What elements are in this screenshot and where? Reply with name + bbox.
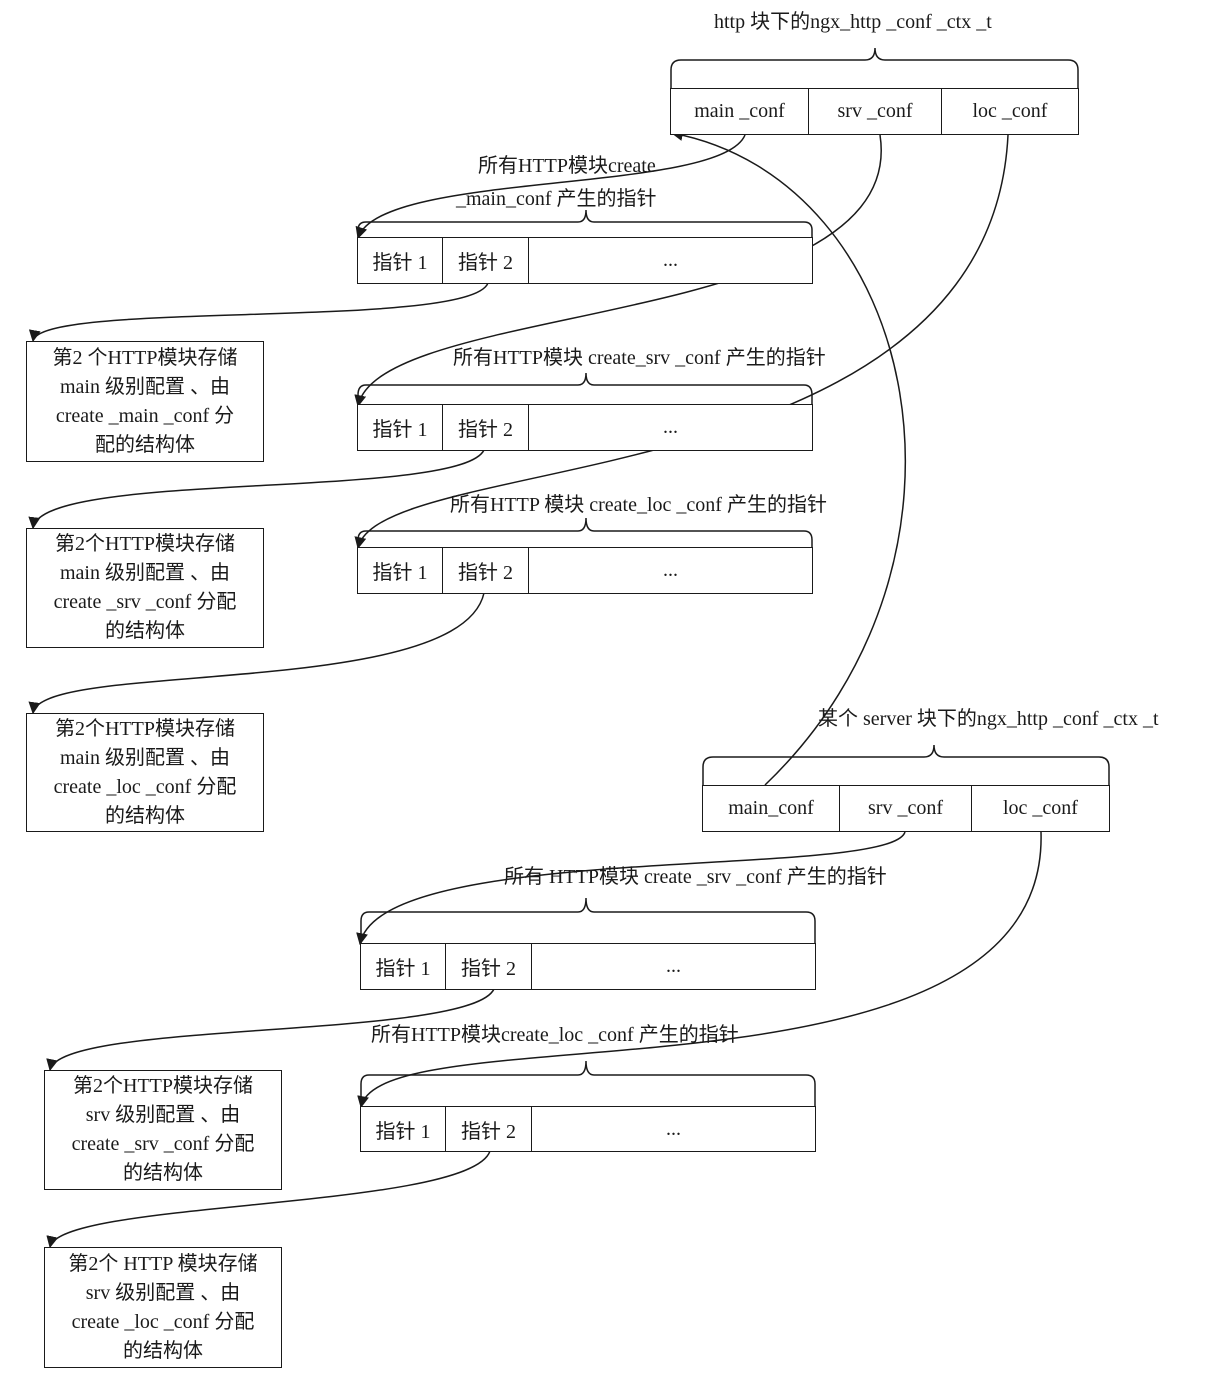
connector-pointer-note-2 <box>28 449 485 530</box>
array-1-pointer-2: 指针 2 <box>443 238 529 283</box>
array-3-ellipsis: ... <box>663 559 678 581</box>
top-ctx-brace <box>670 47 1079 88</box>
array-2-pointer-1: 指针 1 <box>358 405 443 450</box>
note-4-line-3: create _srv _conf 分配 <box>71 1133 255 1155</box>
array-4-caption: 所有 HTTP模块 create _srv _conf 产生的指针 <box>504 866 887 888</box>
note-4-line-1: 第2个HTTP模块存储 <box>73 1075 253 1097</box>
array-3-pointer-1: 指针 1 <box>358 548 443 593</box>
top-ctx-struct: main _conf srv _conf loc _conf <box>670 88 1079 135</box>
array-1: 指针 1 指针 2 ... <box>357 237 813 284</box>
note-1: 第2 个HTTP模块存储 main 级别配置 、由 create _main _… <box>26 341 264 462</box>
array-4-pointer-2: 指针 2 <box>446 944 532 989</box>
note-2-line-1: 第2个HTTP模块存储 <box>55 533 235 555</box>
server-ctx-srv-conf: srv _conf <box>840 786 972 831</box>
note-5-line-2: srv 级别配置 、由 <box>85 1281 241 1304</box>
note-5-line-3: create _loc _conf 分配 <box>71 1310 255 1333</box>
note-4-line-2: srv 级别配置 、由 <box>85 1104 241 1126</box>
note-5-line-1: 第2个 HTTP 模块存储 <box>68 1252 258 1275</box>
connector-pointer-note-5 <box>46 1150 491 1249</box>
array-3-caption: 所有HTTP 模块 create_loc _conf 产生的指针 <box>450 494 827 516</box>
connector-main-conf <box>355 134 746 240</box>
note-1-line-1: 第2 个HTTP模块存储 <box>52 346 238 369</box>
server-ctx-loc-conf: loc _conf <box>1003 797 1078 819</box>
note-2-line-2: main 级别配置 、由 <box>60 562 230 584</box>
connector-pointer-note-3 <box>28 592 485 715</box>
note-1-line-3: create _main _conf 分 <box>55 404 235 427</box>
server-ctx-main-conf: main_conf <box>703 786 840 831</box>
server-ctx-title: 某个 server 块下的ngx_http _conf _ctx _t <box>818 708 1159 730</box>
array-2-brace <box>357 372 813 404</box>
top-ctx-main-conf: main _conf <box>671 89 809 134</box>
array-4: 指针 1 指针 2 ... <box>360 943 816 990</box>
array-5-pointer-1: 指针 1 <box>361 1107 446 1151</box>
note-1-line-2: main 级别配置 、由 <box>60 375 230 398</box>
note-4: 第2个HTTP模块存储 srv 级别配置 、由 create _srv _con… <box>44 1070 282 1190</box>
array-4-ellipsis: ... <box>666 955 681 977</box>
connector-server-srv-conf <box>356 831 906 946</box>
note-3: 第2个HTTP模块存储 main 级别配置 、由 create _loc _co… <box>26 713 264 832</box>
server-ctx-struct: main_conf srv _conf loc _conf <box>702 785 1110 832</box>
array-1-ellipsis: ... <box>663 249 678 271</box>
note-3-line-4: 的结构体 <box>105 804 185 827</box>
server-ctx-brace <box>702 744 1110 785</box>
array-5-brace <box>360 1060 816 1106</box>
top-ctx-srv-conf: srv _conf <box>809 89 942 134</box>
note-2-line-4: 的结构体 <box>105 620 185 642</box>
note-3-line-1: 第2个HTTP模块存储 <box>55 717 235 740</box>
top-ctx-title: http 块下的ngx_http _conf _ctx _t <box>714 11 992 33</box>
array-5: 指针 1 指针 2 ... <box>360 1106 816 1152</box>
connector-pointer-note-4 <box>46 988 495 1072</box>
array-1-caption-line-1: 所有HTTP模块create <box>478 155 656 177</box>
connector-srv-conf <box>354 134 882 408</box>
array-2-pointer-2: 指针 2 <box>443 405 529 450</box>
note-4-line-4: 的结构体 <box>123 1162 203 1184</box>
note-3-line-3: create _loc _conf 分配 <box>53 775 237 798</box>
note-2-line-3: create _srv _conf 分配 <box>53 591 237 613</box>
array-5-ellipsis: ... <box>666 1117 681 1140</box>
array-5-caption: 所有HTTP模块create_loc _conf 产生的指针 <box>371 1024 739 1046</box>
note-5: 第2个 HTTP 模块存储 srv 级别配置 、由 create _loc _c… <box>44 1247 282 1368</box>
note-2: 第2个HTTP模块存储 main 级别配置 、由 create _srv _co… <box>26 528 264 648</box>
note-5-line-4: 的结构体 <box>123 1339 203 1362</box>
note-3-line-2: main 级别配置 、由 <box>60 746 230 769</box>
array-4-brace <box>360 897 816 943</box>
array-1-pointer-1: 指针 1 <box>358 238 443 283</box>
array-3-pointer-2: 指针 2 <box>443 548 529 593</box>
array-2-caption: 所有HTTP模块 create_srv _conf 产生的指针 <box>453 347 826 369</box>
array-3-brace <box>357 517 813 547</box>
connector-server-loc-conf <box>357 831 1042 1109</box>
array-4-pointer-1: 指针 1 <box>361 944 446 989</box>
array-3: 指针 1 指针 2 ... <box>357 547 813 594</box>
array-5-pointer-2: 指针 2 <box>446 1107 532 1151</box>
array-2: 指针 1 指针 2 ... <box>357 404 813 451</box>
connector-pointer-note-1 <box>29 282 489 343</box>
array-2-ellipsis: ... <box>663 416 678 438</box>
connector-server-main-to-http-main <box>670 129 907 786</box>
array-1-brace <box>357 209 813 237</box>
top-ctx-loc-conf: loc _conf <box>972 100 1048 122</box>
note-1-line-4: 配的结构体 <box>95 433 195 456</box>
array-1-caption-line-2: _main_conf 产生的指针 <box>456 188 657 210</box>
